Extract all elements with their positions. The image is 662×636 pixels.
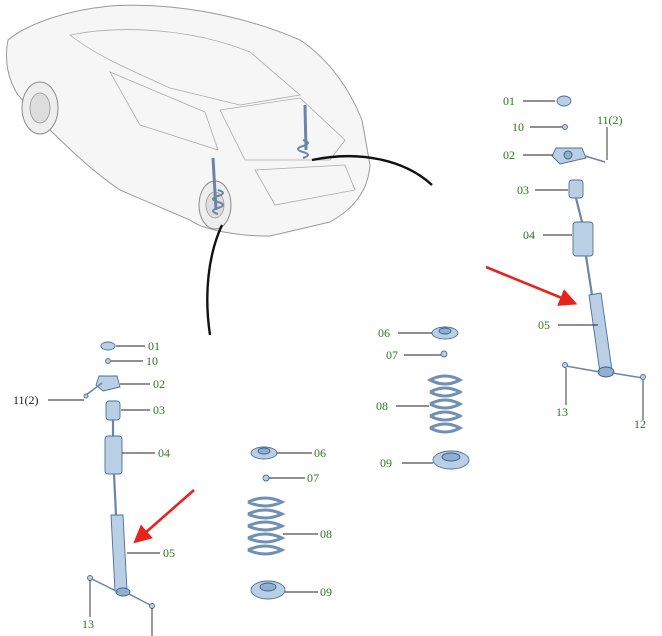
label-right-10: 10 xyxy=(512,120,524,134)
spring-group-right-labels: 06 07 08 09 xyxy=(376,326,398,470)
label-left-10: 10 xyxy=(146,354,158,368)
label-right-04: 04 xyxy=(523,228,535,242)
label-spring-right-06: 06 xyxy=(378,326,390,340)
label-left-03: 03 xyxy=(153,403,165,417)
spring-group-left-labels: 06 07 08 09 xyxy=(307,446,332,599)
label-spring-right-07: 07 xyxy=(386,348,398,362)
label-left-13: 13 xyxy=(82,617,94,631)
label-spring-left-07: 07 xyxy=(307,471,319,485)
red-pointer-arrow-left xyxy=(133,489,195,544)
rear-right-strut-assembly xyxy=(551,95,646,380)
label-spring-left-06: 06 xyxy=(314,446,326,460)
label-right-01: 01 xyxy=(503,94,515,108)
label-left-11-2: 11(2) xyxy=(13,393,39,407)
label-right-12: 12 xyxy=(634,417,646,431)
label-left-02: 02 xyxy=(153,377,165,391)
rear-left-strut-labels: 01 10 11(2) 02 03 04 05 13 xyxy=(13,339,175,631)
label-left-04: 04 xyxy=(158,446,170,460)
spring-group-left-leaders xyxy=(269,452,318,593)
label-right-11-2: 11(2) xyxy=(597,113,623,127)
rear-left-strut-leaders xyxy=(48,345,160,636)
rear-left-strut-assembly xyxy=(83,341,155,609)
spring-group-right xyxy=(426,326,470,470)
rear-right-strut-labels: 01 10 11(2) 02 03 04 05 13 12 xyxy=(503,94,646,431)
label-spring-left-08: 08 xyxy=(320,527,332,541)
label-spring-left-09: 09 xyxy=(320,585,332,599)
label-right-05: 05 xyxy=(538,318,550,332)
label-left-01: 01 xyxy=(148,339,160,353)
label-left-05: 05 xyxy=(163,546,175,560)
label-spring-right-08: 08 xyxy=(376,399,388,413)
label-right-13: 13 xyxy=(556,405,568,419)
red-pointer-arrow-right xyxy=(485,265,578,306)
vehicle-illustration xyxy=(5,4,433,336)
label-right-03: 03 xyxy=(517,183,529,197)
rear-right-strut-leaders xyxy=(523,100,644,420)
label-right-02: 02 xyxy=(503,148,515,162)
spring-group-left xyxy=(247,446,286,600)
label-spring-right-09: 09 xyxy=(380,456,392,470)
spring-group-right-leaders xyxy=(396,332,441,464)
